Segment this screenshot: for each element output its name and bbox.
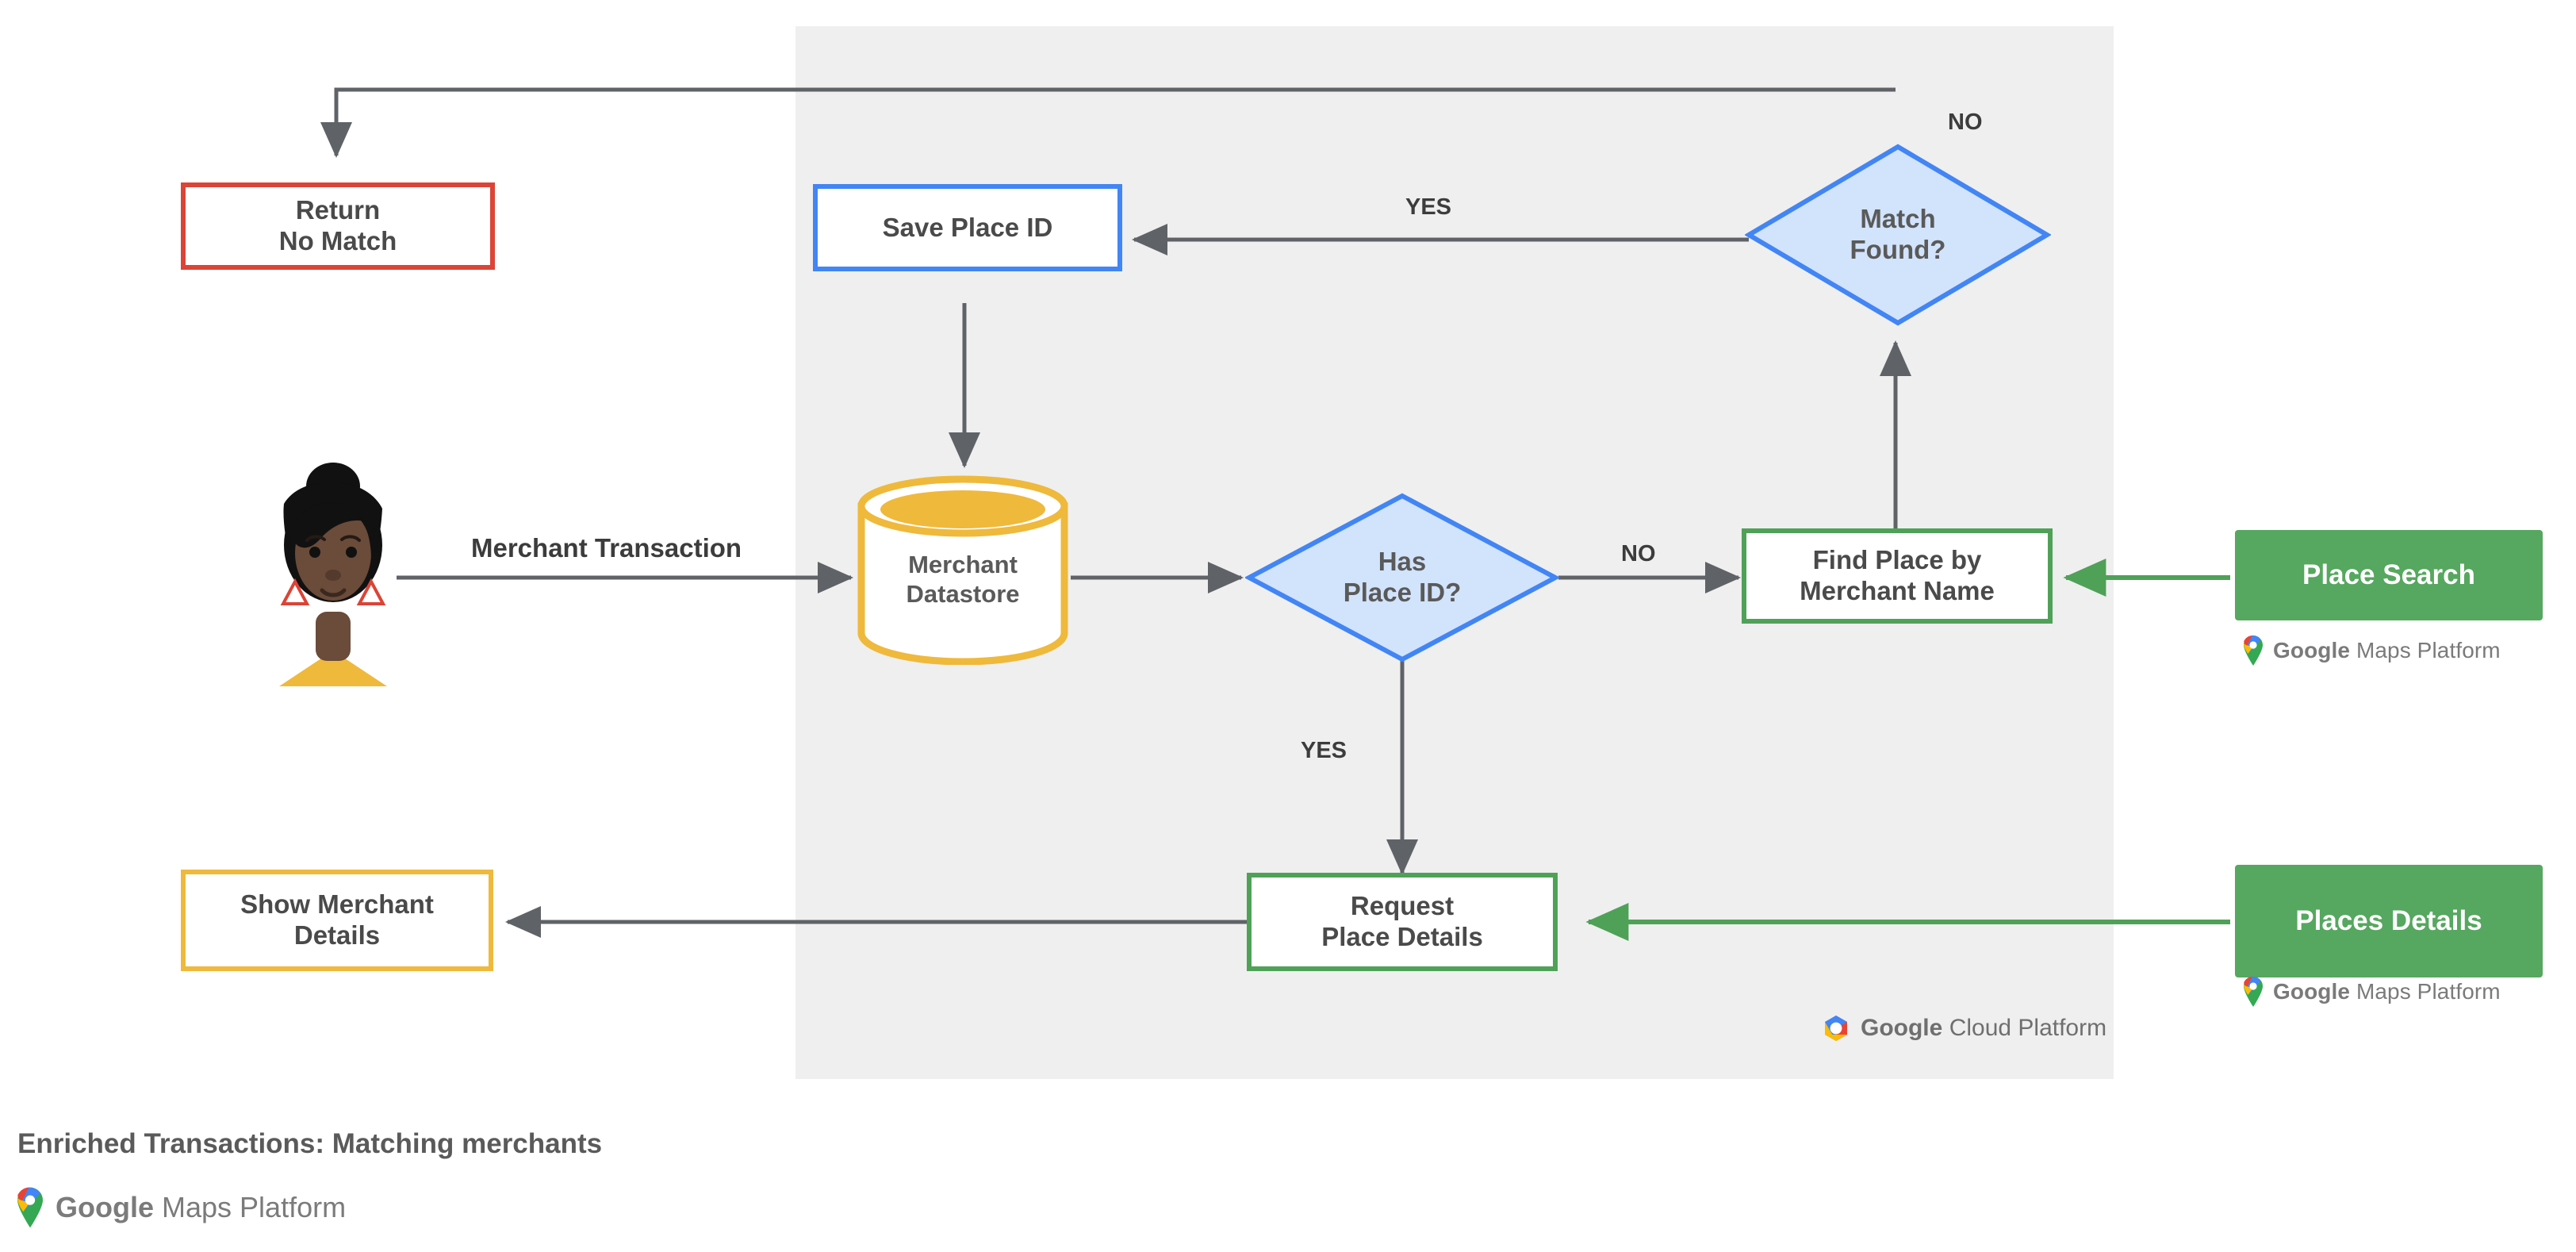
google-maps-pin-icon [17, 1187, 43, 1228]
node-place-search-label: Place Search [2302, 559, 2475, 591]
maps-platform-wordmark: Google Maps Platform [2273, 638, 2501, 663]
cloud-platform-word2: Cloud Platform [1949, 1015, 2107, 1041]
node-match-found[interactable]: Match Found? [1745, 143, 2051, 327]
google-maps-pin-icon [2244, 635, 2263, 666]
edge-label-merchant-transaction: Merchant Transaction [471, 533, 742, 563]
maps-platform-word1: Google [2273, 979, 2351, 1004]
node-return-no-match-label: Return No Match [278, 195, 397, 255]
node-save-place-id-label: Save Place ID [882, 212, 1053, 242]
edge-label-match-found-no: NO [1948, 109, 1983, 135]
place-search-maps-platform-logo: Google Maps Platform [2241, 635, 2501, 666]
node-show-merchant-details[interactable]: Show Merchant Details [181, 870, 493, 971]
node-find-place-by-merchant-name-label: Find Place by Merchant Name [1800, 545, 1995, 605]
maps-platform-wordmark: Google Maps Platform [2273, 979, 2501, 1004]
footer-logo-word1: Google [56, 1191, 154, 1223]
node-places-details-label: Places Details [2295, 905, 2482, 937]
maps-platform-word2: Maps Platform [2356, 979, 2501, 1004]
node-save-place-id[interactable]: Save Place ID [813, 184, 1122, 271]
google-cloud-platform-logo: Google Cloud Platform [1821, 1014, 2106, 1043]
footer-logo-word2: Maps Platform [162, 1191, 347, 1223]
cloud-platform-wordmark: Google Cloud Platform [1861, 1015, 2106, 1042]
cylinder-shape [857, 475, 1068, 665]
node-request-place-details-label: Request Place Details [1321, 891, 1483, 951]
footer-maps-platform-logo: Google Maps Platform [14, 1186, 346, 1229]
node-has-place-id[interactable]: Has Place ID? [1245, 492, 1559, 663]
node-find-place-by-merchant-name[interactable]: Find Place by Merchant Name [1742, 528, 2053, 624]
edge-label-match-found-yes: YES [1405, 194, 1452, 220]
maps-platform-word1: Google [2273, 638, 2351, 662]
edge-label-has-place-id-no: NO [1621, 541, 1656, 566]
maps-platform-word2: Maps Platform [2356, 638, 2501, 662]
page-title: Enriched Transactions: Matching merchant… [17, 1128, 603, 1159]
avatar-illustration [279, 463, 387, 686]
google-maps-pin-icon [2244, 976, 2263, 1007]
customer-avatar [262, 456, 404, 686]
diamond-shape [1245, 493, 1559, 662]
node-show-merchant-details-label: Show Merchant Details [240, 889, 434, 950]
node-request-place-details[interactable]: Request Place Details [1247, 873, 1558, 971]
node-place-search[interactable]: Place Search [2235, 530, 2543, 620]
node-return-no-match[interactable]: Return No Match [181, 182, 495, 270]
node-places-details[interactable]: Places Details [2235, 865, 2543, 977]
diamond-shape [1745, 144, 2051, 326]
node-merchant-datastore[interactable]: Merchant Datastore [855, 474, 1071, 665]
footer-maps-platform-wordmark: Google Maps Platform [56, 1191, 346, 1224]
places-details-maps-platform-logo: Google Maps Platform [2241, 976, 2501, 1008]
google-cloud-hexagon-icon [1825, 1016, 1847, 1041]
edge-label-has-place-id-yes: YES [1301, 738, 1347, 763]
cloud-platform-word1: Google [1861, 1015, 1943, 1041]
